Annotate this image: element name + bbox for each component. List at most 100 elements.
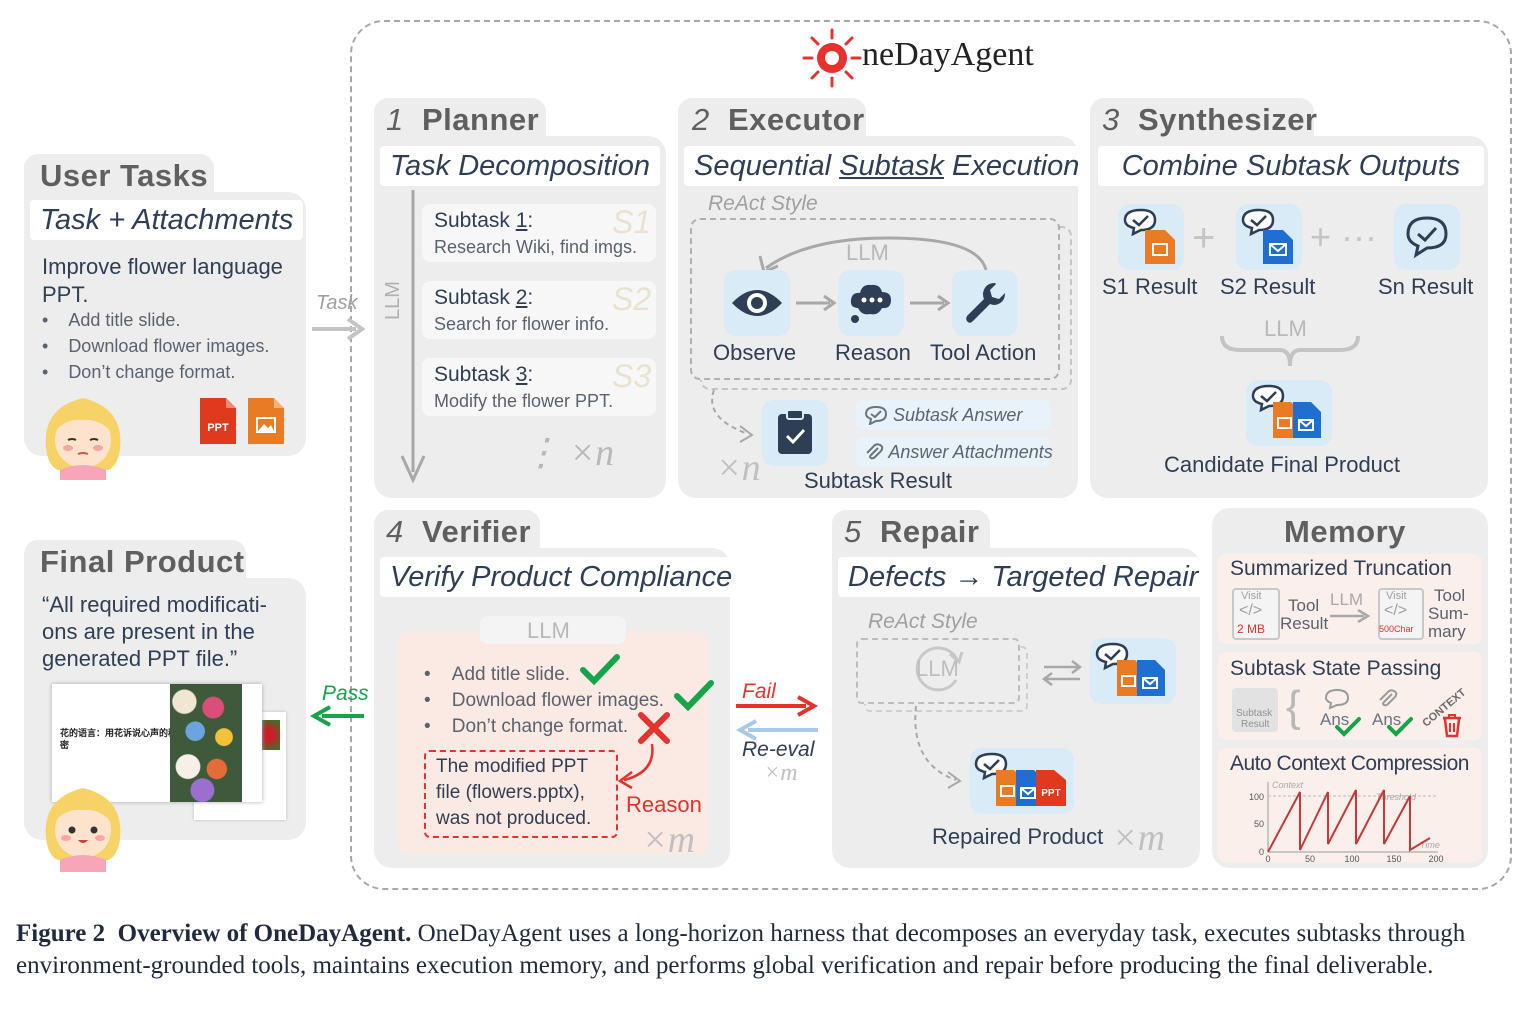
subtask-2-mark: S2 [612,281,652,317]
compression-card [1218,748,1482,862]
pass-arrow-icon [310,705,364,727]
thought-cloud-icon [850,284,891,323]
user-bullet-1: • Add title slide. [42,310,181,330]
repair-docs-icon [1095,642,1165,696]
user-bullet-3: • Don’t change format. [42,362,236,382]
reason-box [424,750,618,838]
repaired-product-label: Repaired Product [932,824,1104,849]
subtask-1-mark: S1 [612,204,652,240]
logo-text: neDayAgent [862,36,1034,73]
executor-times: ×n [716,447,761,489]
clipboard-icon [778,409,812,454]
slide-preview-front: 花的语言：用花诉说心声的秘 密 [52,684,262,802]
verifier-title: 4 Verifier [386,514,532,549]
y-tick-100: 100 [1249,792,1264,802]
repair-llm-label: LLM [916,656,959,681]
reason-arrow-icon [617,743,654,790]
state-chat-icon [1324,688,1350,710]
sn-result-icon [1406,216,1448,259]
caption-text: OneDayAgent uses a long-horizon harness … [16,920,1466,979]
verifier-subtitle: Verify Product Compliance [380,557,743,597]
pass-label: Pass [322,682,369,705]
task-arrow-icon [312,317,366,341]
user-tasks-subtitle: Task + Attachments [30,200,304,240]
repair-title: 5 Repair [844,514,980,549]
step-observe: Observe [713,340,797,365]
logo: neDayAgent [800,26,1070,90]
user-request: Improve flower language [42,254,283,279]
slide-title: 花的语言：用花诉说心声的秘 [60,728,178,738]
final-quote-1: “All required modificati- [42,592,267,617]
final-quote-3: generated PPT file.” [42,646,238,671]
tool-result-label-2: Result [1280,614,1329,633]
summary-label-1: Tool [1434,586,1466,605]
x-tick-200: 200 [1428,854,1443,862]
eye-icon [732,290,782,316]
reason-line-3: was not produced. [436,808,592,829]
repair-subtitle: Defects → Targeted Repair [838,557,1209,597]
check-mark-2-icon [674,680,714,712]
visit-label-2: Visit [1386,590,1407,602]
fail-arrow-icon [736,695,818,717]
truncation-title: Summarized Truncation [1230,557,1452,580]
slide-title-2: 密 [60,740,70,750]
subtask-result-mini-box [1232,688,1278,732]
s2-result-label: S2 Result [1220,274,1316,299]
chat-check-icon [864,405,888,426]
truncation-arrow-icon [1330,608,1371,624]
s2-result-icon [1241,208,1293,264]
visit-2mb-box [1232,588,1280,640]
reeval-arrow-icon [736,719,818,741]
code-icon-2: </> [1384,602,1408,619]
svg-text:PPT: PPT [1041,788,1060,799]
user-tasks-title: User Tasks [40,158,209,193]
flower-image [170,684,242,802]
subtask-3-desc: Modify the flower PPT. [434,391,614,411]
repair-times: ×m [1112,817,1166,859]
verify-check-3: • Don’t change format. [424,716,629,737]
subtask-result-mini-2: Result [1241,719,1270,730]
verifier-times: ×m [642,819,696,861]
sun-logo-icon [802,28,862,88]
subtask-result-label: Subtask Result [804,468,952,493]
context-curve [1267,789,1431,853]
state-brace: { [1286,682,1301,731]
paperclip-icon [866,443,884,460]
step-tool-action: Tool Action [930,340,1037,365]
visit-label-1: Visit [1241,590,1262,602]
task-arrow-label: Task [316,292,358,314]
subtask-2-desc: Search for flower info. [434,314,610,334]
summary-label-2: Sum- [1428,604,1469,623]
threshold-label: Threshold [1376,792,1417,802]
swap-arrows-icon [1041,660,1083,686]
truncation-llm-label: LLM [1330,590,1364,609]
repair-llm-ring-icon [915,646,964,692]
time-axis-label: Time [1420,840,1440,850]
check-mark-1-icon [580,654,620,686]
synth-brace-icon [1220,335,1360,367]
planner-more: ⋮ ×n [522,432,615,474]
repair-dashed-arrow-icon [914,705,962,789]
fail-label: Fail [742,680,776,703]
user-avatar-icon [45,398,121,480]
synth-llm-label: LLM [1264,316,1307,341]
reeval-label: Re-eval [742,738,815,761]
planner-title: 1 Planner [386,102,540,137]
result-dashed-arrow-icon [711,389,754,443]
synthesizer-subtitle: Combine Subtask Outputs [1098,146,1484,186]
subtask-1-heading: Subtask 1: [434,209,534,232]
executor-subtitle: Sequential Subtask Execution [684,146,1090,186]
synthesizer-title: 3 Synthesizer [1102,102,1318,137]
state-paperclip-icon [1379,689,1398,707]
chars-label: 500Char [1379,624,1414,634]
s1-result-label: S1 Result [1102,274,1198,299]
state-passing-title: Subtask State Passing [1230,657,1442,680]
y-tick-50: 50 [1254,819,1264,829]
cross-mark-icon [638,712,670,744]
ppt-file-icon: PPT [200,398,236,444]
user-request-line2: PPT. [42,282,89,307]
x-tick-50: 50 [1305,854,1315,862]
reason-line-2: file (flowers.pptx), [436,782,585,803]
ans-check-2-icon [1387,717,1413,737]
trash-icon [1443,714,1461,738]
